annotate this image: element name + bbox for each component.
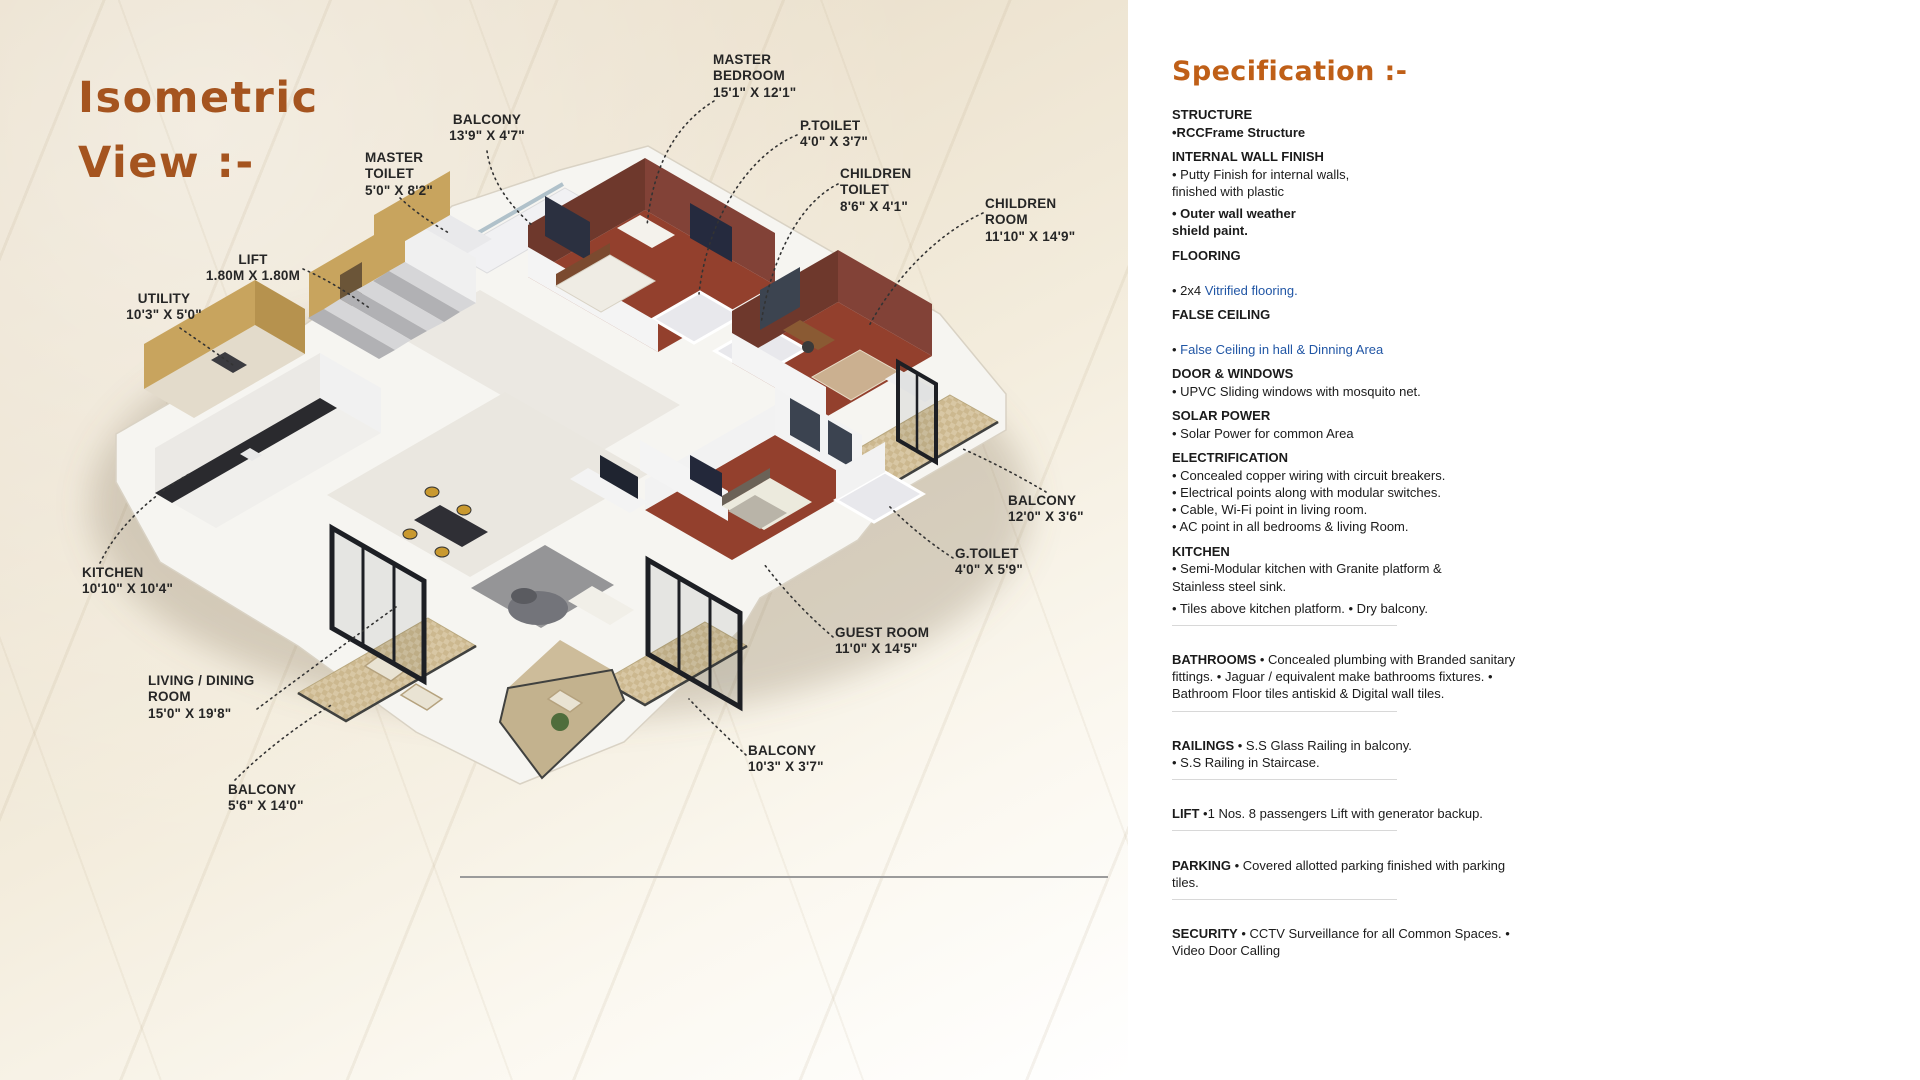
item-electrification-3: • Cable, Wi-Fi point in living room. [1172, 502, 1368, 518]
spec-divider [1172, 830, 1397, 832]
false-ceiling-bullet: • [1172, 341, 1181, 357]
kitchen-floor [155, 398, 381, 528]
security-text: • CCTV Surveillance for all Common Space… [1172, 925, 1510, 959]
heading-structure: STRUCTURE [1172, 107, 1253, 122]
item-doors-windows: • UPVC Sliding windows with mosquito net… [1172, 383, 1421, 399]
leader-lines [99, 100, 1047, 781]
room-label-balcony-living: BALCONY 5'6" X 14'0" [228, 782, 304, 814]
heading-lift: LIFT [1172, 806, 1200, 822]
heading-security: SECURITY [1172, 925, 1238, 941]
spec-divider [1172, 624, 1397, 626]
heading-flooring: FLOORING [1172, 247, 1241, 263]
utility-floor [144, 325, 305, 418]
spec-divider [1172, 898, 1397, 900]
heading-kitchen: KITCHEN [1172, 543, 1230, 559]
room-label-balcony-master: BALCONY 13'9" X 4'7" [449, 112, 525, 144]
heading-bathrooms: BATHROOMS [1172, 652, 1257, 668]
heading-railings: RAILINGS [1172, 737, 1235, 753]
item-structure: •RCCFrame Structure [1172, 124, 1306, 140]
item-kitchen-1: • Semi-Modular kitchen with Granite plat… [1172, 561, 1442, 594]
heading-false-ceiling: FALSE CEILING [1172, 306, 1271, 322]
room-label-utility: UTILITY 10'3" X 5'0" [126, 291, 202, 323]
spec-divider [1172, 779, 1397, 781]
room-label-living-dining: LIVING / DINING ROOM 15'0" X 19'8" [148, 673, 255, 721]
page-title: Isometric View :- [78, 73, 319, 189]
specification-panel: Specification :- STRUCTURE •RCCFrame Str… [1172, 56, 1524, 959]
heading-solar-power: SOLAR POWER [1172, 408, 1271, 424]
item-railings-1: RAILINGS • S.S Glass Railing in balcony. [1172, 720, 1524, 754]
flooring-link-text: Vitrified flooring. [1204, 282, 1298, 298]
room-label-lift: LIFT 1.80M X 1.80M [205, 252, 301, 284]
room-label-balcony-right: BALCONY 12'0" X 3'6" [1008, 493, 1084, 525]
room-label-master-bedroom: MASTER BEDROOM 15'1" X 12'1" [713, 52, 797, 100]
parking-text: • Covered allotted parking finished with… [1172, 857, 1506, 890]
item-internal-wall-1: • Putty Finish for internal walls, finis… [1172, 166, 1350, 200]
room-label-kitchen: KITCHEN 10'10" X 10'4" [82, 565, 174, 597]
heading-parking: PARKING [1172, 857, 1231, 873]
item-bathrooms: BATHROOMS • Concealed plumbing with Bran… [1172, 634, 1524, 703]
item-security: SECURITY • CCTV Surveillance for all Com… [1172, 908, 1524, 959]
furniture [155, 215, 940, 628]
marble-background: Isometric View :- [0, 0, 1128, 1080]
room-label-g-toilet: G.TOILET 4'0" X 5'9" [955, 546, 1023, 578]
item-electrification-2: • Electrical points along with modular s… [1172, 485, 1442, 501]
room-label-children-room: CHILDREN ROOM 11'10" X 14'9" [985, 196, 1076, 244]
glass-door-frames [329, 358, 938, 712]
item-false-ceiling: • False Ceiling in hall & Dinning Area [1172, 324, 1524, 358]
room-label-balcony-guest: BALCONY 10'3" X 3'7" [748, 743, 824, 775]
room-label-master-toilet: MASTER TOILET 5'0" X 8'2" [365, 150, 433, 198]
item-flooring: • 2x4 Vitrified flooring. [1172, 264, 1524, 298]
item-solar-power: • Solar Power for common Area [1172, 425, 1354, 441]
railings-text: • S.S Glass Railing in balcony. [1234, 737, 1412, 753]
item-lift: LIFT •1 Nos. 8 passengers Lift with gene… [1172, 788, 1524, 822]
specification-title: Specification :- [1172, 56, 1408, 87]
bottom-divider-line [460, 876, 1108, 878]
false-ceiling-link-text: False Ceiling in hall & Dinning Area [1180, 341, 1384, 357]
item-internal-wall-2: • Outer wall weather shield paint. [1172, 206, 1296, 239]
item-kitchen-2: • Tiles above kitchen platform. • Dry ba… [1172, 600, 1428, 616]
item-electrification-1: • Concealed copper wiring with circuit b… [1172, 467, 1446, 483]
item-electrification-4: • AC point in all bedrooms & living Room… [1172, 519, 1409, 535]
item-parking: PARKING • Covered allotted parking finis… [1172, 839, 1524, 890]
room-label-guest-room: GUEST ROOM 11'0" X 14'5" [835, 625, 930, 657]
balconies [297, 182, 1000, 780]
room-label-p-toilet: P.TOILET 4'0" X 3'7" [800, 118, 868, 150]
p-toilet-floor [650, 290, 744, 345]
heading-electrification: ELECTRIFICATION [1172, 450, 1289, 466]
lift-text: •1 Nos. 8 passengers Lift with generator… [1199, 806, 1483, 822]
spec-divider [1172, 710, 1397, 712]
heading-internal-wall: INTERNAL WALL FINISH [1172, 149, 1324, 165]
heading-doors-windows: DOOR & WINDOWS [1172, 365, 1294, 381]
flooring-prefix: • 2x4 [1172, 282, 1205, 298]
item-railings-2: • S.S Railing in Staircase. [1172, 754, 1320, 770]
room-label-children-toilet: CHILDREN TOILET 8'6" X 4'1" [840, 166, 912, 214]
floor-plan-render [90, 100, 1047, 785]
bathrooms-text: • Concealed plumbing with Branded sanita… [1172, 652, 1516, 702]
